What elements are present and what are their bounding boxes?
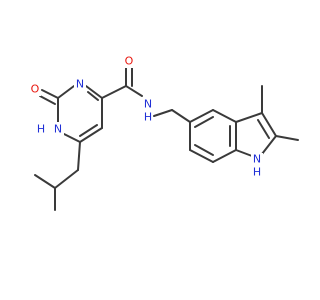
bond-c3-c2-double	[257, 119, 270, 139]
bond-n1-c7a	[235, 149, 253, 157]
atom-label-nitrogen-n1: N	[54, 123, 62, 136]
bond-ch-me1	[34, 174, 56, 189]
bond-c2-n3	[57, 85, 75, 99]
atom-label-oxygen-amide: O	[125, 55, 134, 68]
bond-ar-1	[189, 109, 214, 123]
bond-c2-o-double	[39, 95, 56, 105]
atom-label-oxygen-ring: O	[31, 83, 40, 96]
atom-label-hydrogen-indole: H	[253, 166, 261, 179]
atom-label-nitrogen-amide: N	[144, 98, 152, 111]
bond-ar-5	[189, 149, 214, 163]
bond-c3-c2	[261, 112, 277, 137]
bond-c6-ch2	[77, 141, 81, 171]
atom-label-hydrogen-n1: H	[37, 123, 45, 136]
bond-layer	[34, 65, 299, 211]
label-mask-n-indole	[251, 153, 263, 167]
bond-ar-4	[212, 149, 237, 163]
bond-c6-n1	[63, 133, 81, 143]
label-mask-n-amide	[142, 97, 154, 111]
atom-label-layer: O N N H O N H N H	[29, 54, 263, 179]
bond-ar-5-inner	[194, 144, 214, 156]
bond-n3-c4	[85, 85, 103, 99]
bond-ar-1-inner	[194, 116, 214, 128]
label-mask-o-amide	[123, 54, 135, 68]
bond-ar-2	[212, 109, 237, 123]
bond-c5-c6	[79, 127, 103, 143]
bond-c2-methyl	[275, 135, 299, 141]
molecule-structure-diagram: O N N H O N H N H	[29, 54, 299, 211]
bond-c4-camide	[101, 85, 127, 99]
atom-label-nitrogen-n3: N	[76, 78, 84, 91]
bond-c2-n1	[261, 135, 277, 155]
bond-c2-o	[41, 89, 59, 99]
atom-label-hydrogen-amide: H	[144, 111, 152, 124]
label-mask-o-ring	[29, 82, 41, 96]
bond-ch2-c5indole	[171, 109, 191, 123]
bond-n3-c4-double	[87, 91, 99, 101]
bond-c5-c6-double	[79, 124, 98, 137]
bond-n-ch2	[153, 109, 173, 117]
label-mask-n1	[52, 122, 64, 136]
bond-ch2-ch	[54, 169, 79, 189]
bond-c3a-c3	[235, 112, 263, 123]
atom-label-nitrogen-indole: N	[253, 153, 261, 166]
bond-camide-n	[125, 85, 143, 97]
label-mask-n3	[74, 77, 86, 91]
